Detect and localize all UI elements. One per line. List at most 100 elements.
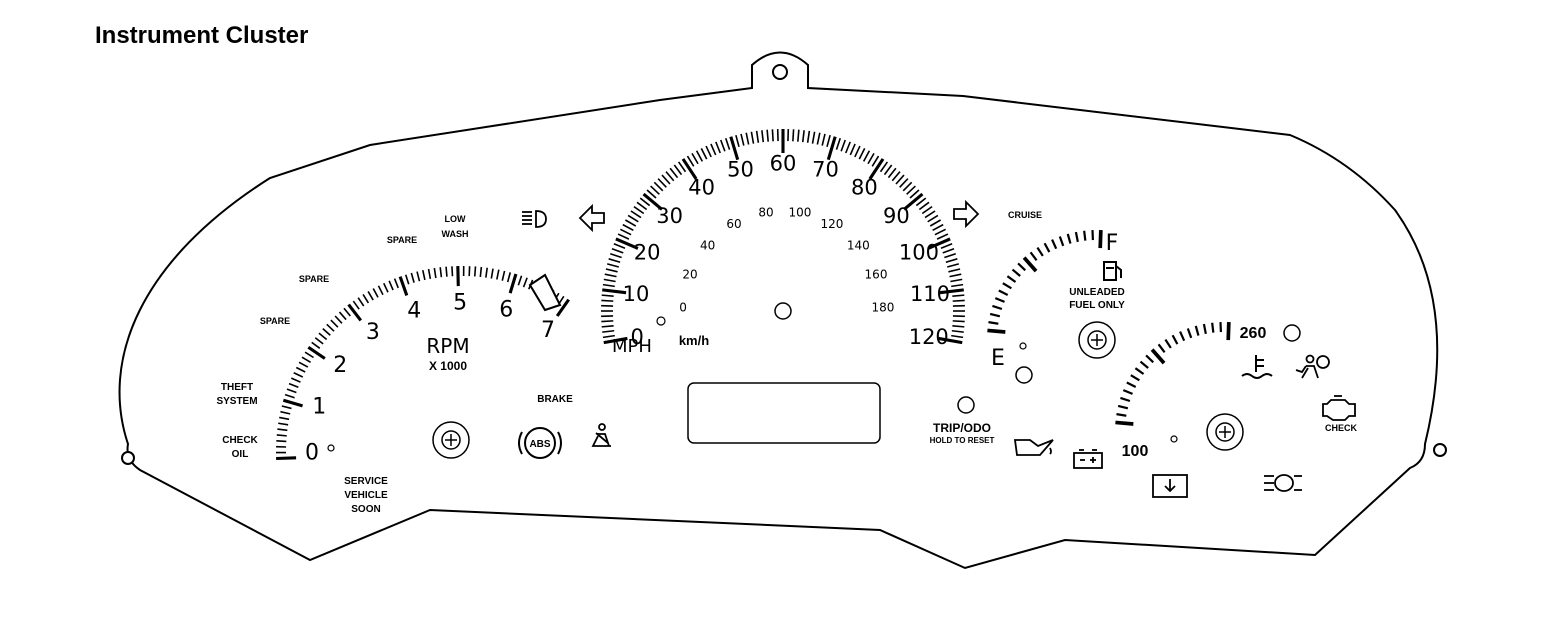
abs-icon: ABS xyxy=(518,427,562,459)
fuel-tick xyxy=(1098,230,1103,249)
speedo-tick xyxy=(604,273,617,278)
tach-tick xyxy=(496,269,500,280)
tach-tick xyxy=(330,319,339,328)
trip-odo-label: TRIP/ODO xyxy=(933,421,991,435)
mph-number: 100 xyxy=(899,241,939,265)
speedo-tick xyxy=(603,278,616,283)
speedo-tick xyxy=(705,145,712,158)
tach-tick xyxy=(322,328,331,336)
temp-tick xyxy=(1194,325,1200,336)
speedo-tick xyxy=(797,129,800,142)
check-oil-label-2: OIL xyxy=(232,449,249,460)
temp-tick xyxy=(1179,331,1186,342)
tach-tick xyxy=(383,282,389,293)
speedo-tick xyxy=(801,130,805,143)
speedo-tick xyxy=(821,133,826,146)
speedo-tick xyxy=(653,181,664,192)
speedo-tick xyxy=(681,158,698,180)
speedo-tick xyxy=(657,178,667,188)
temp-tick xyxy=(1164,338,1172,349)
tach-tick xyxy=(479,266,483,278)
theft-label-1: THEFT xyxy=(221,382,253,393)
tach-tick xyxy=(555,298,570,317)
temp-tick xyxy=(1186,328,1193,339)
speedo-tick xyxy=(686,155,695,167)
fuel-tick xyxy=(1002,282,1012,290)
tach-tick xyxy=(422,270,426,281)
kmh-number: 60 xyxy=(726,217,741,231)
tach-tick xyxy=(281,405,292,410)
speedo-tick xyxy=(871,155,880,167)
speedo-tick xyxy=(845,141,851,154)
speedo-tick xyxy=(849,143,856,156)
tach-tick xyxy=(314,337,324,345)
speedo-tick xyxy=(602,288,627,295)
speedo-tick xyxy=(858,147,866,160)
tach-number: 4 xyxy=(407,299,421,324)
service-label-2: VEHICLE xyxy=(344,490,388,501)
tach-tick xyxy=(445,266,448,277)
temp-tick xyxy=(1122,389,1133,395)
speedo-tick xyxy=(811,131,816,144)
fuel-tick xyxy=(1022,256,1038,273)
speedo-tick xyxy=(952,325,965,328)
tach-tick xyxy=(301,356,312,363)
speedometer-pivot xyxy=(774,302,792,320)
speedo-tick xyxy=(611,248,624,254)
battery-icon xyxy=(1073,449,1103,469)
speedo-tick xyxy=(792,129,795,142)
temp-tick xyxy=(1134,367,1145,375)
mph-number: 90 xyxy=(883,204,910,228)
tach-tick xyxy=(372,288,379,298)
tach-tick xyxy=(439,267,443,278)
spare-label-3: SPARE xyxy=(387,235,417,245)
speedo-tick xyxy=(936,233,949,240)
trip-reset-button[interactable] xyxy=(957,396,975,414)
tach-tick xyxy=(288,382,299,388)
speedo-tick xyxy=(903,192,924,211)
fuel-label-line2: FUEL ONLY xyxy=(1069,300,1125,311)
fuel-tick xyxy=(1066,233,1072,244)
speedo-tick xyxy=(835,137,842,150)
speedo-tick xyxy=(624,219,637,227)
tach-tick xyxy=(290,377,301,383)
tach-tick xyxy=(282,398,303,408)
speedo-tick xyxy=(952,299,965,302)
tach-tick xyxy=(517,275,523,286)
speedo-tick xyxy=(899,178,909,188)
fuel-tick xyxy=(994,297,1005,303)
kmh-number: 180 xyxy=(871,301,894,315)
tach-tick xyxy=(334,315,343,324)
speedo-tick xyxy=(613,243,626,249)
speedo-tick xyxy=(840,139,846,152)
speedo-tick xyxy=(665,171,675,182)
temp-tick xyxy=(1130,374,1140,382)
fuel-tick xyxy=(1043,242,1051,253)
speedo-tick xyxy=(952,320,965,323)
temp-tick xyxy=(1120,396,1131,403)
temp-tick xyxy=(1126,381,1137,388)
temp-tick xyxy=(1171,334,1179,345)
speedo-tick xyxy=(646,189,657,199)
speedo-tick xyxy=(949,273,962,278)
mph-number: 120 xyxy=(909,325,949,349)
rpm-label: RPM xyxy=(426,334,469,358)
temperature-gauge-ticks xyxy=(1115,322,1231,426)
speedo-tick xyxy=(944,252,957,259)
speedo-tick xyxy=(951,334,964,339)
speedo-tick xyxy=(608,258,621,264)
speedo-tick xyxy=(669,167,679,179)
speedo-tick xyxy=(755,130,760,143)
speedo-tick xyxy=(619,228,632,236)
speedo-tick xyxy=(715,141,721,154)
svg-text:ABS: ABS xyxy=(529,439,550,450)
speedo-tick xyxy=(601,320,614,323)
tach-tick xyxy=(295,366,306,373)
tach-tick xyxy=(410,272,415,283)
left-turn-signal-icon xyxy=(578,203,605,233)
tach-tick xyxy=(277,428,288,432)
speedo-tick xyxy=(633,205,645,215)
tach-tick xyxy=(473,266,477,277)
mph-number: 20 xyxy=(634,241,661,265)
